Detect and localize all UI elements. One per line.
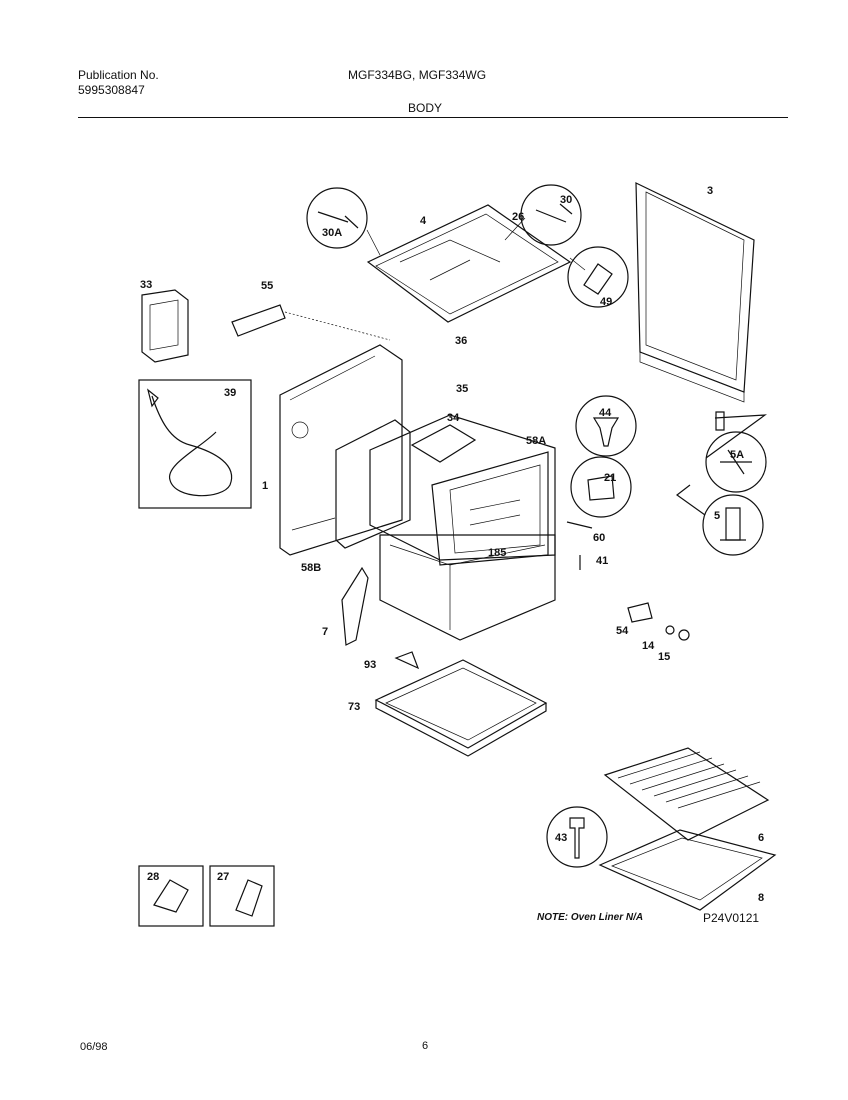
label-58A: 58A — [526, 435, 546, 447]
publication-number: 5995308847 — [78, 83, 145, 97]
label-15: 15 — [658, 651, 670, 663]
terminal-block — [141, 289, 391, 363]
label-21: 21 — [604, 472, 616, 484]
label-43: 43 — [555, 832, 567, 844]
label-14: 14 — [642, 640, 655, 652]
label-27: 27 — [217, 871, 229, 883]
clip-boxes — [138, 865, 275, 927]
label-36: 36 — [455, 335, 467, 347]
right-hardware — [566, 395, 768, 641]
label-33: 33 — [140, 279, 152, 291]
label-93: 93 — [364, 659, 376, 671]
footer-date: 06/98 — [80, 1041, 108, 1053]
label-7: 7 — [322, 626, 328, 638]
label-4: 4 — [420, 215, 427, 227]
section-title: BODY — [408, 101, 443, 115]
footer-page-number: 6 — [422, 1040, 429, 1052]
label-8: 8 — [758, 892, 764, 904]
label-54: 54 — [616, 625, 629, 637]
label-3: 3 — [707, 185, 713, 197]
label-60: 60 — [593, 532, 605, 544]
diagram-code: P24V0121 — [703, 911, 760, 925]
label-6: 6 — [758, 832, 764, 844]
range-body — [279, 344, 556, 641]
label-35: 35 — [456, 383, 468, 395]
label-73: 73 — [348, 701, 360, 713]
label-185: 185 — [488, 547, 506, 559]
label-34: 34 — [447, 412, 460, 424]
label-30: 30 — [560, 194, 572, 206]
label-58B: 58B — [301, 562, 321, 574]
label-26: 26 — [512, 211, 524, 223]
model-numbers: MGF334BG, MGF334WG — [348, 68, 487, 82]
label-49: 49 — [600, 296, 612, 308]
top-cover-assembly — [306, 184, 629, 323]
lower-parts — [341, 566, 548, 757]
header-rule — [78, 117, 788, 118]
label-55: 55 — [261, 280, 273, 292]
oven-accessories — [546, 747, 777, 911]
side-panel — [635, 182, 755, 403]
label-44: 44 — [599, 407, 612, 419]
label-1: 1 — [262, 480, 268, 492]
label-30A: 30A — [322, 227, 342, 239]
label-39: 39 — [224, 387, 236, 399]
label-41: 41 — [596, 555, 608, 567]
publication-label: Publication No. — [78, 68, 159, 82]
oven-liner-note: NOTE: Oven Liner N/A — [537, 912, 644, 923]
power-cord-box — [138, 379, 252, 509]
label-5A: 5A — [730, 449, 744, 461]
label-28: 28 — [147, 871, 159, 883]
label-5: 5 — [714, 510, 720, 522]
